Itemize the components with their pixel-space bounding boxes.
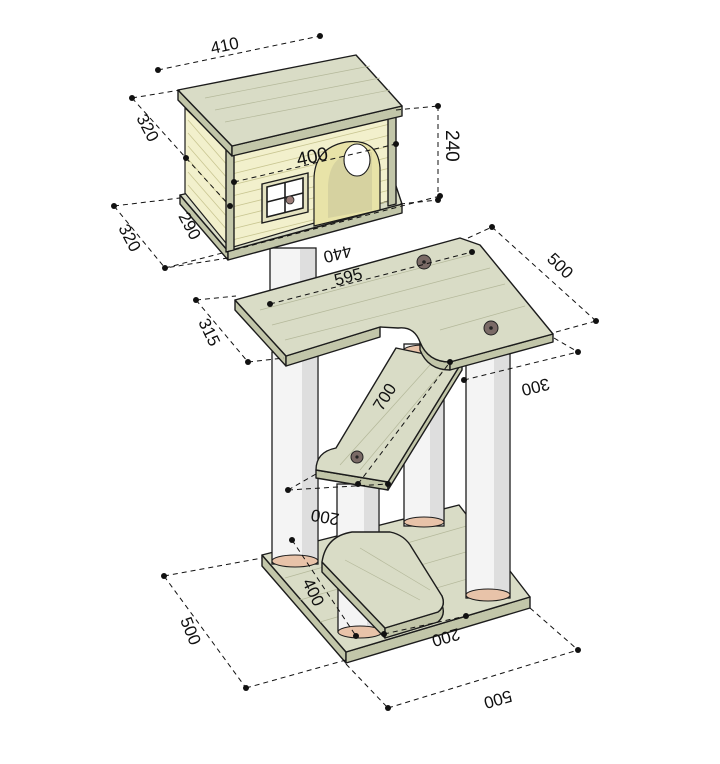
dim-platform-notch: 300	[520, 374, 552, 399]
low-step	[321, 531, 445, 639]
dimension-lines	[111, 33, 599, 711]
house	[177, 54, 403, 261]
left-wall-siding	[187, 119, 229, 232]
dim-base-left-depth: 500	[176, 614, 204, 647]
dim-house-top-width: 410	[209, 33, 241, 57]
ramp	[315, 347, 463, 491]
house-window	[261, 172, 309, 224]
dim-platform-left-depth: 315	[194, 315, 224, 349]
dim-base-width: 500	[482, 686, 515, 712]
dim-house-top-depth: 320	[132, 111, 162, 145]
platform	[234, 237, 554, 371]
post-left	[271, 351, 319, 568]
dim-house-base-depth: 320	[114, 221, 144, 255]
house-window-hole	[343, 143, 371, 177]
post-front-right	[465, 351, 511, 602]
dim-ramp-width: 200	[309, 505, 340, 529]
dim-house-height: 240	[441, 130, 462, 162]
dim-house-base-width: 440	[322, 241, 354, 266]
